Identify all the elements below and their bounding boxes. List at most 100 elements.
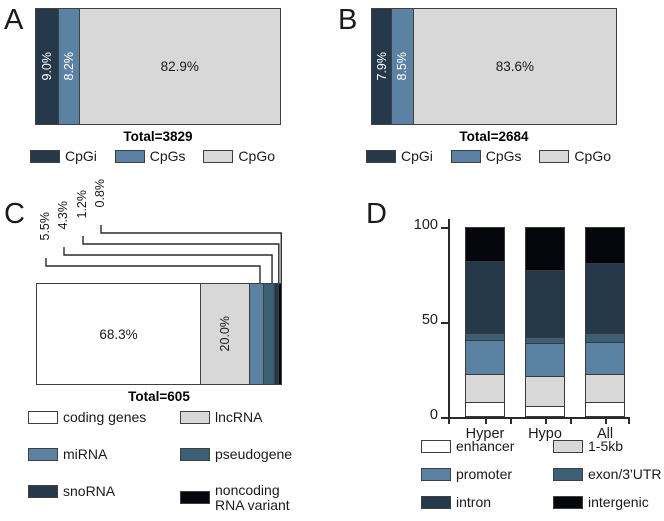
legend-swatch-cpgo — [203, 149, 234, 163]
x-tick-mark-minor — [510, 417, 512, 424]
bar-segment-cpgi: 9.0% — [36, 9, 59, 124]
bar-hyper — [465, 227, 505, 417]
legend-swatch-cpgs — [114, 149, 145, 163]
legend-item-1-5kb[interactable]: 1-5kb — [553, 438, 623, 454]
segment-value-label: 83.6% — [495, 59, 534, 74]
legend-swatch-promoter — [421, 467, 451, 481]
panel-d-letter: D — [366, 198, 387, 230]
legend-item-pseudogene[interactable]: pseudogene — [180, 446, 292, 462]
x-tick-mark — [485, 417, 487, 424]
x-tick-mark — [545, 417, 547, 424]
callout-value-label: 0.8% — [93, 179, 107, 208]
leader-line — [82, 236, 280, 283]
legend-label: 1-5kb — [588, 438, 624, 454]
legend-label: pseudogene — [215, 446, 293, 462]
leader-line — [63, 247, 273, 283]
x-tick-mark — [605, 417, 607, 424]
legend-item-intron[interactable]: intron — [421, 494, 491, 510]
legend-label: exon/3'UTR — [588, 466, 662, 482]
legend-swatch-enhancer — [421, 439, 451, 453]
bar-segment-intron — [466, 261, 504, 335]
bar-segment-cpgo: 83.6% — [413, 9, 616, 124]
leader-line — [45, 258, 261, 283]
y-tick-label: 0 — [429, 407, 438, 423]
y-tick-mark — [441, 417, 448, 419]
legend-item-snorna[interactable]: snoRNA — [28, 483, 115, 499]
segment-value-label: 8.2% — [61, 52, 76, 81]
x-tick-label: All — [596, 426, 614, 442]
legend-swatch-cpgs — [450, 149, 481, 163]
legend-swatch-snorna — [28, 484, 58, 498]
legend-item-noncoding-rna-variant[interactable]: noncoding RNA variant — [180, 483, 310, 512]
bar-segment-promoter — [466, 340, 504, 375]
bar-segment-exon-3-utr — [586, 334, 624, 343]
panel-c: C 5.5%4.3%1.2%0.8% 68.3%20.0% Total=605 … — [0, 179, 340, 521]
legend-swatch-lncrna — [180, 410, 210, 424]
legend-item-cpgi[interactable]: CpGi — [366, 148, 433, 164]
legend-label: CpGo — [574, 148, 611, 164]
legend-item-promoter[interactable]: promoter — [421, 466, 512, 482]
legend-swatch-intergenic — [553, 495, 583, 509]
legend-label: intergenic — [588, 494, 649, 510]
bar-segment-intergenic — [586, 228, 624, 264]
legend-label: enhancer — [456, 438, 515, 454]
panel-b-total: Total=2684 — [459, 129, 529, 144]
legend-label: coding genes — [63, 409, 147, 425]
legend-label: lncRNA — [215, 409, 263, 425]
bar-segment-noncoding-rna-variant — [279, 284, 281, 384]
legend-item-intergenic[interactable]: intergenic — [553, 494, 649, 510]
panel-b-legend: CpGi CpGs CpGo — [366, 148, 611, 164]
bar-segment-snorna — [275, 284, 280, 384]
bar-segment-lncrna: 20.0% — [201, 284, 250, 384]
segment-value-label: 7.9% — [374, 52, 389, 81]
bar-segment-pseudogene — [263, 284, 276, 384]
legend-item-cpgs[interactable]: CpGs — [114, 148, 186, 164]
legend-item-coding-genes[interactable]: coding genes — [28, 409, 146, 425]
x-tick-mark-minor — [628, 417, 630, 424]
segment-value-label: 20.0% — [217, 316, 232, 352]
bar-segment-intergenic — [526, 228, 564, 272]
legend-item-cpgi[interactable]: CpGi — [30, 148, 97, 164]
bar-segment-cpgo: 82.9% — [79, 9, 281, 124]
bar-segment-1-5kb — [586, 374, 624, 404]
legend-item-lncrna[interactable]: lncRNA — [180, 409, 262, 425]
x-axis — [448, 417, 630, 419]
bar-segment-1-5kb — [466, 374, 504, 404]
panel-c-letter: C — [4, 198, 25, 230]
segment-value-label: 8.5% — [395, 52, 410, 81]
legend-item-cpgo[interactable]: CpGo — [203, 148, 275, 164]
legend-swatch-1-5kb — [553, 439, 583, 453]
legend-label: promoter — [456, 466, 513, 482]
legend-swatch-pseudogene — [180, 447, 210, 461]
segment-value-label: 68.3% — [99, 326, 138, 342]
panel-c-stacked-bar: 68.3% 20.0% — [36, 283, 282, 385]
callout-value-label: 5.5% — [38, 212, 52, 241]
panel-a-legend: CpGi CpGs CpGo — [30, 148, 275, 164]
panel-b-letter: B — [338, 4, 358, 36]
segment-value-label: 9.0% — [39, 52, 54, 81]
legend-label: intron — [456, 494, 492, 510]
legend-label: snoRNA — [63, 483, 116, 499]
bar-all — [585, 227, 625, 417]
panel-a-stacked-bar: 9.0% 8.2%82.9% — [35, 8, 281, 125]
bar-segment-enhancer — [466, 403, 504, 416]
legend-item-enhancer[interactable]: enhancer — [421, 438, 514, 454]
bar-segment-intron — [586, 263, 624, 335]
y-tick-label: 100 — [413, 217, 438, 233]
legend-item-exon-3-utr[interactable]: exon/3'UTR — [553, 466, 661, 482]
legend-label: CpGi — [401, 148, 433, 164]
legend-item-cpgo[interactable]: CpGo — [539, 148, 611, 164]
legend-swatch-cpgo — [539, 149, 570, 163]
legend-label: CpGi — [65, 148, 97, 164]
panel-a-total: Total=3829 — [123, 129, 193, 144]
x-tick-label: Hypo — [528, 426, 562, 442]
bar-segment-exon-3-utr — [526, 337, 564, 345]
legend-swatch-coding-genes — [28, 410, 58, 424]
legend-swatch-exon-3-utr — [553, 467, 583, 481]
legend-item-cpgs[interactable]: CpGs — [450, 148, 522, 164]
panel-b-stacked-bar: 7.9% 8.5% 83.6% — [371, 8, 617, 125]
bar-segment-cpgi: 7.9% — [372, 9, 393, 124]
legend-label: CpGo — [238, 148, 275, 164]
legend-item-mirna[interactable]: miRNA — [28, 446, 107, 462]
